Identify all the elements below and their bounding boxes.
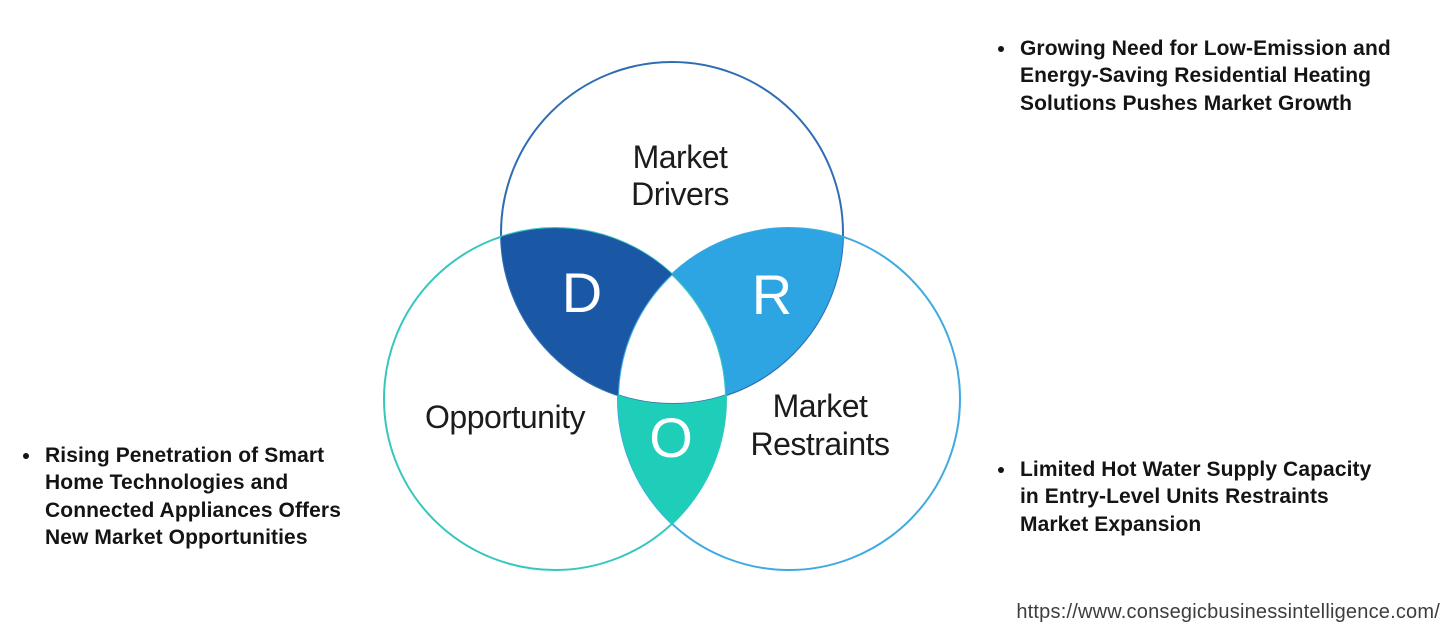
bullet-line: Market Expansion <box>1020 512 1202 536</box>
bullet-line: Rising Penetration of Smart <box>45 444 325 467</box>
restraints-bullet-text: Limited Hot Water Supply Capacity in Ent… <box>1020 456 1371 538</box>
bullet-line: in Entry-Level Units Restraints <box>1020 485 1329 509</box>
bullet-line: Energy-Saving Residential Heating <box>1020 64 1372 88</box>
market-restraints-label-line1: Market <box>773 388 868 424</box>
bullet-line: Solutions Pushes Market Growth <box>1020 91 1353 115</box>
drivers-overlap-region <box>501 228 672 395</box>
restraints-overlap-region <box>672 228 843 395</box>
overlap-letter-d: D <box>562 261 602 324</box>
bullet-line: Growing Need for Low-Emission and <box>1020 37 1391 60</box>
overlap-letter-o: O <box>649 406 693 469</box>
opportunity-bullet-item: Rising Penetration of Smart Home Technol… <box>23 442 341 551</box>
market-drivers-label-line2: Drivers <box>631 176 729 212</box>
restraints-bullet-item: Limited Hot Water Supply Capacity in Ent… <box>998 456 1371 538</box>
market-drivers-label-line1: Market <box>633 139 728 175</box>
bullet-line: Connected Appliances Offers <box>45 498 341 522</box>
drivers-bullet-text: Growing Need for Low-Emission and Energy… <box>1020 35 1391 117</box>
bullet-dot <box>998 467 1004 473</box>
overlap-letter-r: R <box>752 263 792 326</box>
drivers-bullet-item: Growing Need for Low-Emission and Energy… <box>998 35 1391 117</box>
opportunity-overlap-region <box>617 395 727 524</box>
bullet-line: Limited Hot Water Supply Capacity <box>1020 458 1372 481</box>
bullet-line: New Market Opportunities <box>45 525 308 549</box>
opportunity-label: Opportunity <box>425 399 585 435</box>
market-restraints-label-line2: Restraints <box>750 426 889 462</box>
bullet-line: Home Technologies and <box>45 471 289 495</box>
source-url-link[interactable]: https://www.consegicbusinessintelligence… <box>1016 601 1440 623</box>
bullet-dot <box>23 453 29 459</box>
opportunity-bullet-text: Rising Penetration of Smart Home Technol… <box>45 442 341 551</box>
bullet-dot <box>998 46 1004 52</box>
